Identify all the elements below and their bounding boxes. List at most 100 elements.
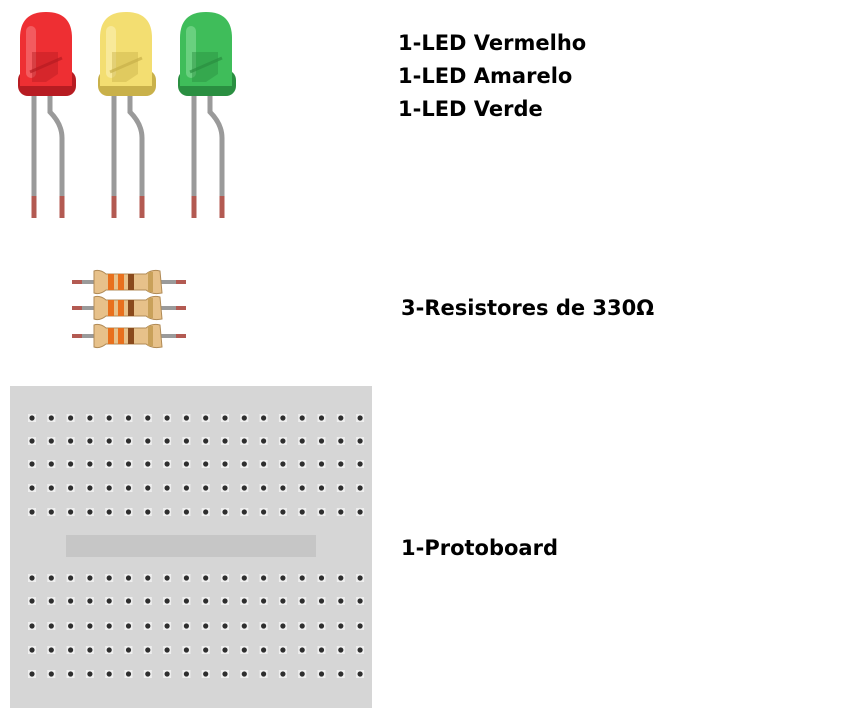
protoboard-hole (29, 598, 35, 604)
protoboard-hole (299, 415, 305, 421)
protoboard-hole (125, 415, 132, 421)
protoboard-hole (241, 623, 247, 629)
protoboard-hole (203, 647, 209, 653)
protoboard-hole (183, 575, 189, 581)
protoboard-hole (299, 623, 305, 629)
protoboard-hole (145, 415, 151, 421)
protoboard-hole (68, 671, 74, 677)
protoboard-hole (280, 647, 286, 653)
protoboard-hole (164, 671, 170, 677)
protoboard-hole (183, 461, 189, 467)
protoboard-hole (318, 485, 325, 491)
protoboard-hole (145, 647, 151, 653)
protoboard-hole (357, 623, 363, 629)
resistor (72, 295, 186, 321)
protoboard-hole (29, 509, 35, 515)
protoboard-hole (241, 509, 247, 515)
led-leg-tip (191, 196, 197, 218)
protoboard-hole (29, 647, 35, 653)
protoboard-hole (125, 438, 132, 444)
protoboard-hole (106, 509, 112, 515)
resistor-band (108, 300, 114, 316)
protoboard-hole (48, 671, 54, 677)
protoboard-hole (299, 647, 305, 653)
protoboard-hole (241, 647, 247, 653)
protoboard-hole (203, 509, 209, 515)
protoboard-hole (87, 509, 93, 515)
protoboard-hole (145, 623, 151, 629)
protoboard-hole (125, 671, 132, 677)
led-leg (127, 92, 145, 198)
protoboard-hole (261, 598, 267, 604)
protoboard-hole (299, 461, 305, 467)
led-highlight (26, 26, 36, 78)
protoboard-hole (87, 671, 93, 677)
resistor-band (118, 300, 124, 316)
led-red (18, 12, 76, 218)
protoboard-hole (241, 438, 247, 444)
resistor-band (128, 328, 134, 344)
protoboard-hole (222, 623, 228, 629)
led-yellow-label: 1-LED Amarelo (398, 64, 573, 88)
protoboard-hole (145, 671, 151, 677)
protoboard-hole (48, 485, 54, 491)
protoboard-hole (183, 671, 189, 677)
protoboard-hole (164, 598, 170, 604)
protoboard-hole (145, 461, 151, 467)
protoboard-hole (106, 671, 112, 677)
protoboard-hole (241, 575, 247, 581)
protoboard-hole (299, 575, 305, 581)
protoboard-hole (145, 598, 151, 604)
protoboard-hole (357, 509, 363, 515)
protoboard-hole (338, 461, 344, 467)
protoboard-hole (299, 598, 305, 604)
resistor-band (128, 274, 134, 290)
protoboard-hole (222, 461, 228, 467)
protoboard-hole (183, 623, 189, 629)
protoboard-hole (338, 671, 344, 677)
protoboard-hole (164, 438, 170, 444)
protoboard-hole (241, 461, 247, 467)
protoboard-hole (106, 623, 112, 629)
protoboard-hole (261, 485, 267, 491)
protoboard-hole (87, 485, 93, 491)
resistor-lead-tip (176, 280, 186, 284)
protoboard-hole (318, 598, 325, 604)
protoboard-hole (299, 671, 305, 677)
protoboard-hole (106, 647, 112, 653)
protoboard-hole (164, 623, 170, 629)
protoboard-hole (280, 509, 286, 515)
led-leg-tip (139, 196, 145, 218)
protoboard-hole (318, 461, 325, 467)
protoboard-hole (48, 623, 54, 629)
protoboard-hole (106, 415, 112, 421)
protoboard-hole (164, 647, 170, 653)
protoboard-hole (280, 485, 286, 491)
protoboard-hole (338, 415, 344, 421)
protoboard-hole (261, 623, 267, 629)
led-anvil-edge (29, 56, 63, 74)
protoboard-hole (68, 575, 74, 581)
resistor (72, 323, 186, 349)
resistor-tolerance-band (148, 272, 153, 292)
protoboard-hole (145, 509, 151, 515)
protoboard (10, 386, 372, 708)
protoboard-hole (357, 415, 363, 421)
protoboard-hole (280, 671, 286, 677)
protoboard-hole (280, 575, 286, 581)
protoboard-hole (183, 415, 189, 421)
protoboard-hole (87, 438, 93, 444)
led-yellow (98, 12, 156, 218)
protoboard-hole (183, 485, 189, 491)
protoboard-hole (106, 485, 112, 491)
protoboard-hole (29, 485, 35, 491)
protoboard-hole (87, 647, 93, 653)
led-highlight (106, 26, 116, 78)
protoboard-hole (48, 461, 54, 467)
protoboard-hole (261, 438, 267, 444)
led-leg-tip (111, 196, 117, 218)
protoboard-hole (164, 575, 170, 581)
protoboard-hole (29, 415, 35, 421)
protoboard-hole (318, 415, 325, 421)
protoboard-hole (222, 647, 228, 653)
